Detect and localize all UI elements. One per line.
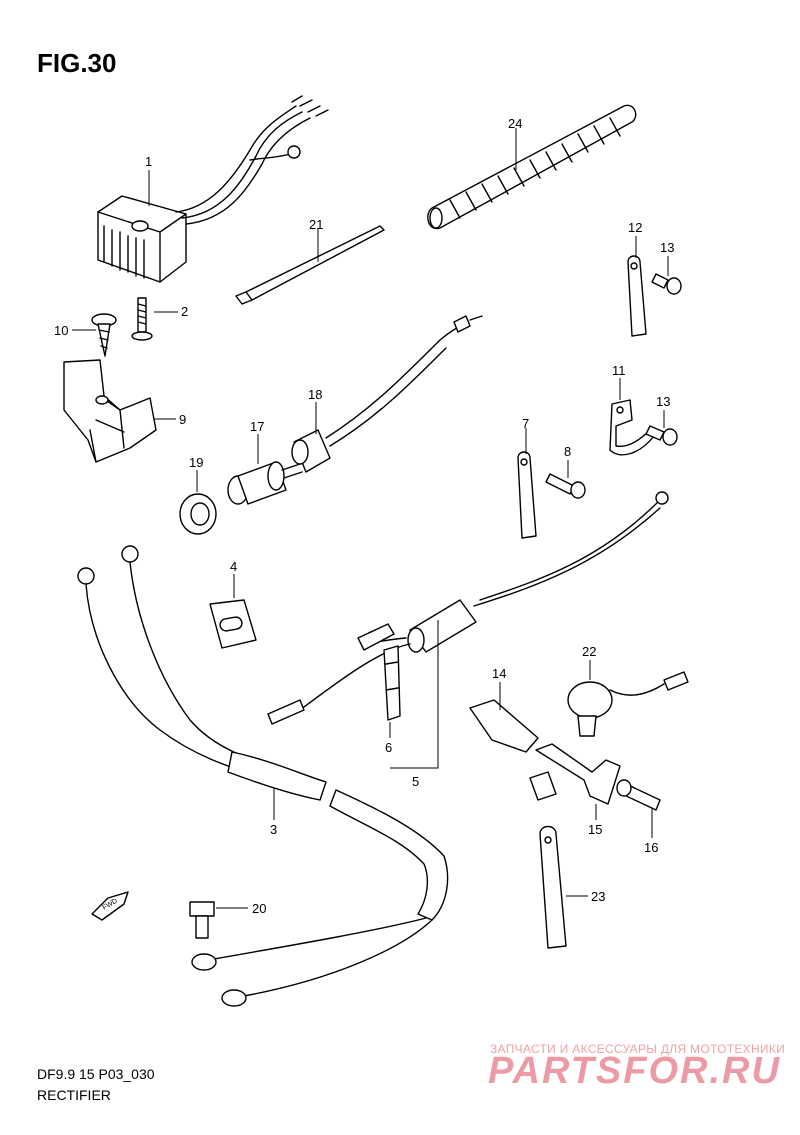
callout-2: 2: [181, 304, 188, 319]
bracket-icon[interactable]: [469, 699, 539, 753]
model-code: DF9.9 15 P03_030: [37, 1066, 155, 1082]
callout-labels: 1 2 3 4 5 6 7 8 9 10 11 12 13 13 14 15 1…: [54, 116, 674, 916]
callout-13b: 13: [656, 394, 670, 409]
clamp-icon[interactable]: [517, 451, 537, 539]
wire-harness-icon[interactable]: [77, 545, 449, 1007]
grommet-icon[interactable]: [179, 493, 217, 535]
rectifier-icon[interactable]: [97, 95, 329, 283]
callout-5: 5: [412, 774, 419, 789]
screw-icon[interactable]: [651, 273, 682, 295]
callout-4: 4: [230, 559, 237, 574]
callout-8: 8: [564, 444, 571, 459]
bolt-icon[interactable]: [189, 901, 215, 939]
lead-wire-icon[interactable]: [267, 491, 669, 725]
switch-icon[interactable]: [567, 671, 689, 737]
callout-10: 10: [54, 323, 68, 338]
bolt-icon[interactable]: [131, 297, 153, 341]
fwd-arrow-icon: FWD: [91, 891, 129, 921]
callout-22: 22: [582, 644, 596, 659]
callout-9: 9: [179, 412, 186, 427]
section-name: RECTIFIER: [37, 1087, 111, 1103]
callout-21: 21: [309, 217, 323, 232]
clamp-icon[interactable]: [609, 399, 655, 456]
callout-23: 23: [591, 889, 605, 904]
watermark-tagline: ЗАПЧАСТИ И АКСЕССУАРЫ ДЛЯ МОТОТЕХНИКИ: [490, 1042, 786, 1056]
callout-3: 3: [270, 822, 277, 837]
clamp-icon[interactable]: [627, 255, 647, 337]
clip-icon[interactable]: [383, 645, 401, 721]
holder-icon[interactable]: [63, 359, 157, 463]
socket-icon[interactable]: [227, 461, 303, 505]
figure-title: FIG.30: [37, 48, 117, 78]
callout-6: 6: [385, 740, 392, 755]
bracket-icon[interactable]: [529, 743, 621, 805]
screw-icon[interactable]: [545, 473, 586, 499]
callout-11: 11: [612, 363, 626, 378]
callout-24: 24: [508, 116, 522, 131]
callout-16: 16: [644, 840, 658, 855]
watermark-logo: PARTSFOR.RU: [488, 1050, 781, 1092]
callout-13a: 13: [660, 240, 674, 255]
bolt-icon[interactable]: [616, 779, 661, 811]
callout-7: 7: [522, 416, 529, 431]
spiral-tube-icon[interactable]: [427, 104, 637, 230]
callout-19: 19: [189, 455, 203, 470]
screw-icon[interactable]: [91, 313, 117, 357]
callout-12: 12: [628, 220, 642, 235]
leader-lines: [72, 128, 669, 909]
clamp-icon[interactable]: [539, 825, 567, 949]
cable-tie-icon[interactable]: [235, 225, 385, 305]
cable-icon[interactable]: [291, 315, 483, 473]
callout-20: 20: [252, 901, 266, 916]
callout-15: 15: [588, 822, 602, 837]
grommet-icon[interactable]: [209, 599, 257, 649]
callout-14: 14: [492, 666, 506, 681]
callout-1: 1: [145, 154, 152, 169]
callout-17: 17: [250, 419, 264, 434]
callout-18: 18: [308, 387, 322, 402]
screw-icon[interactable]: [645, 425, 678, 446]
